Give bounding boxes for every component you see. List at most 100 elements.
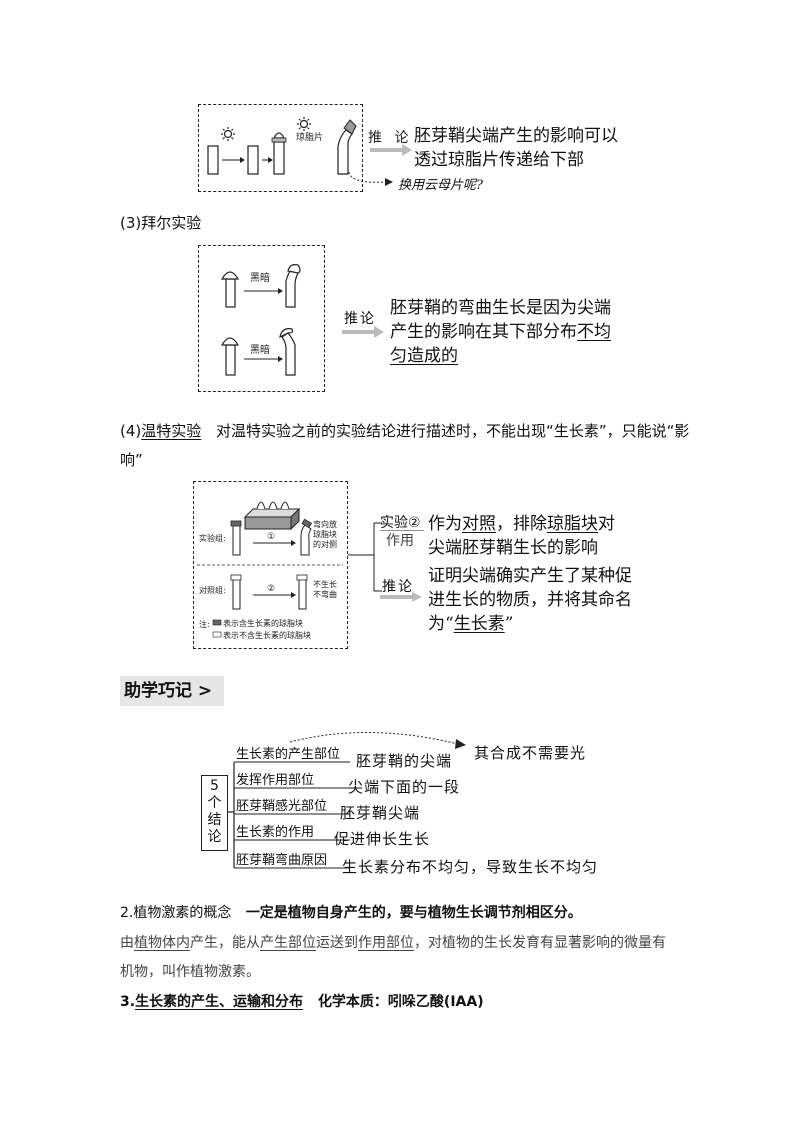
memory-label-3: 胚芽鞘感光部位: [236, 799, 328, 814]
paal-infer-arrow: [342, 326, 384, 338]
memory-heading: 助学巧记 >: [120, 676, 224, 706]
coleoptile-4-bent: [337, 129, 353, 175]
coleoptile-2-decapitated: [247, 145, 259, 175]
c1d: 产生部位: [260, 935, 316, 951]
paal-conclusion-1: 胚芽鞘的弯曲生长是因为尖端: [390, 298, 611, 318]
went-infer-1: 证明尖端确实产生了某种促: [428, 566, 632, 586]
went-note-2: 响”: [120, 451, 143, 469]
concept-line-2: 机物，叫作植物激素。: [120, 964, 260, 980]
concept-line-1: 由植物体内产生，能从产生部位运送到作用部位，对植物的生长发育有显著影响的微量有: [120, 932, 666, 954]
coleoptile-1: [207, 145, 219, 175]
exp2-tag: 实验②: [380, 515, 421, 531]
auxin-heading: 3.生长素的产生、运输和分布 化学本质：吲哚乙酸(IAA): [120, 991, 484, 1013]
dark-label-1: 黑暗: [250, 271, 270, 284]
paal-conclusion-2: 产生的影响在其下部分布不均: [390, 320, 611, 344]
auxin-agar-block: [244, 516, 292, 530]
box-char-2: 个: [207, 795, 222, 811]
exp2-role: 作用: [386, 533, 414, 549]
went-bracket: [348, 522, 382, 592]
memory-label-5: 胚芽鞘弯曲原因: [236, 853, 328, 868]
memory-label-1: 生长素的产生部位: [236, 747, 341, 762]
role-text-1b: 对照: [462, 514, 496, 534]
box-char-1: 5: [210, 778, 219, 794]
coleoptile-left-top: [225, 278, 236, 308]
paal-conclusion-3: 匀造成的: [390, 346, 458, 366]
role-text-1a: 作为: [428, 514, 462, 534]
memory-value-3: 胚芽鞘尖端: [340, 804, 421, 822]
box-char-3: 结: [207, 812, 222, 828]
concept-heading-note: 一定是植物自身产生的，要与植物生长调节剂相区分。: [245, 905, 582, 921]
c1b: 植物体内: [134, 935, 190, 951]
boysen-infer-label: 推 论: [368, 130, 413, 146]
memory-box-label: 5 个 结 论: [201, 778, 228, 846]
boysen-question-arrow: [348, 172, 393, 186]
auxin-heading-note: 化学本质：吲哚乙酸(IAA): [317, 994, 484, 1010]
went-infer-3: 为“生长素”: [428, 612, 513, 636]
result2-line1: 不生长: [313, 579, 337, 589]
sun-icon: [221, 127, 235, 141]
went-infer-3a: 为“: [428, 614, 454, 634]
role-text-1: 作为对照，排除琼脂块对: [428, 512, 615, 536]
role-text-1c: ，排除: [496, 514, 547, 534]
exp2-arrow: [380, 530, 424, 531]
went-title: (4)温特实验 对温特实验之前的实验结论进行描述时，不能出现“生长素”，只能说“…: [120, 420, 689, 441]
paal-figure-box: [198, 245, 325, 392]
coleoptile-bent-bottom: [281, 332, 296, 376]
memory-bracket: [228, 761, 350, 869]
step2: ②: [267, 584, 275, 594]
went-diagram: 实验组: ① 弯向放 琼脂块 的对侧 对照组: ② 不生长 不弯曲 注: 表示含…: [197, 501, 343, 640]
role-text-1d: 琼脂块: [547, 514, 598, 534]
memory-label-4: 生长素的作用: [236, 825, 315, 840]
went-figure-box: [193, 481, 348, 649]
auxin-heading-text: 生长素的产生、运输和分布: [135, 994, 304, 1010]
c1f: 作用部位: [358, 935, 414, 951]
memory-side-arrow: [289, 732, 466, 749]
went-infer-arrow: [380, 592, 422, 602]
memory-value-2: 尖端下面的一段: [348, 778, 461, 796]
boysen-figure-box: [198, 104, 363, 192]
went-note-1: 对温特实验之前的实验结论进行描述时，不能出现“生长素”，只能说“影: [216, 422, 690, 440]
coleoptile-left-bottom: [225, 344, 236, 376]
agar-label: 琼脂片: [296, 131, 323, 143]
memory-label-2: 发挥作用部位: [236, 773, 315, 788]
paal-diagram: 黑暗 黑暗: [220, 264, 301, 376]
went-infer-label: 推论: [382, 579, 414, 595]
went-infer-3b: 生长素: [453, 614, 505, 634]
went-name: 温特实验: [141, 422, 202, 440]
boysen-diagram: 琼脂片: [207, 117, 357, 175]
result1-line1: 弯向放: [313, 519, 337, 529]
coleoptile-3: [273, 141, 285, 175]
legend-1: 表示含生长素的琼脂块: [223, 618, 303, 628]
boysen-infer-arrow: [370, 144, 412, 156]
role-text-1e: 对: [598, 514, 615, 534]
went-infer-3c: ”: [504, 614, 514, 634]
auxin-heading-num: 3.: [120, 994, 136, 1010]
went-prefix: (4): [120, 422, 142, 440]
paal-conclusion-2-text: 产生的影响在其下部分布: [390, 322, 577, 342]
memory-value-1: 胚芽鞘的尖端: [356, 752, 453, 770]
result1-line2: 琼脂块: [313, 529, 337, 539]
legend-title: 注:: [199, 619, 210, 629]
memory-value-5: 生长素分布不均匀，导致生长不均匀: [342, 858, 599, 876]
paal-infer-label: 推论: [344, 311, 376, 327]
memory-value-4: 促进伸长生长: [334, 830, 431, 848]
boysen-conclusion-1: 胚芽鞘尖端产生的影响可以: [414, 126, 618, 146]
legend-2: 表示不含生长素的琼脂块: [223, 630, 311, 640]
paal-conclusion-2-underlined: 不均: [577, 322, 611, 342]
c1a: 由: [120, 935, 134, 951]
box-char-4: 论: [207, 829, 222, 845]
c1e: 运送到: [316, 935, 358, 951]
result2-line2: 不弯曲: [313, 589, 337, 599]
concept-heading-text: 2.植物激素的概念: [120, 905, 232, 921]
dark-label-2: 黑暗: [250, 343, 270, 356]
result1-line3: 的对侧: [313, 539, 337, 549]
c1g: ，对植物的生长发育有显著影响的微量有: [414, 935, 666, 951]
role-text-2: 尖端胚芽鞘生长的影响: [428, 538, 598, 558]
memory-side-note: 其合成不需要光: [474, 744, 587, 762]
coleoptile-bent-top: [285, 268, 299, 308]
c1c: 产生，能从: [190, 935, 260, 951]
boysen-conclusion-2: 透过琼脂片传递给下部: [414, 150, 584, 170]
agar-slice: [271, 137, 287, 143]
step1: ①: [267, 532, 275, 542]
ctrl-group-label: 对照组:: [199, 585, 226, 595]
